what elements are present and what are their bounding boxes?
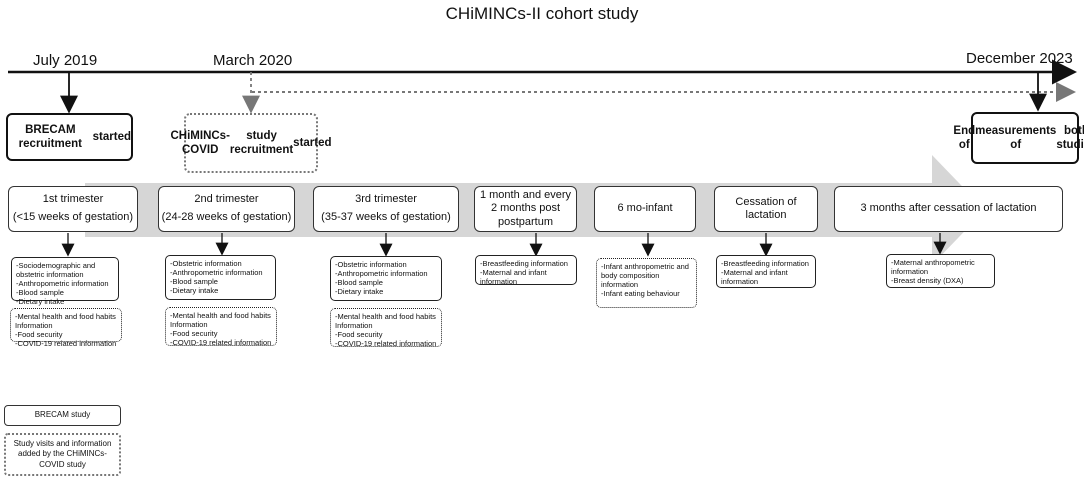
- stage-3-months-after-cessation: 3 months after cessation of lactation: [834, 186, 1063, 232]
- date-march-2020: March 2020: [213, 52, 293, 69]
- info-covid-1st: -Mental health and food habits Informati…: [10, 308, 122, 348]
- stage-3rd-trimester: 3rd trimester(35-37 weeks of gestation): [313, 186, 459, 232]
- date-december-2023: December 2023: [966, 50, 1073, 67]
- info-covid-6mo-infant: -Infant anthropometric and body composit…: [596, 258, 697, 308]
- date-july-2019: July 2019: [33, 52, 98, 69]
- info-brecam-3rd: -Obstetric information-Anthropometric in…: [330, 256, 442, 301]
- stage-2nd-trimester: 2nd trimester(24-28 weeks of gestation): [158, 186, 295, 232]
- info-brecam-1st: -Sociodemographic and obstetric informat…: [11, 257, 119, 306]
- info-brecam-cessation: -Breastfeeding information-Maternal and …: [716, 255, 816, 288]
- legend-brecam-study: BRECAM study: [4, 405, 121, 426]
- diagram-title: CHiMINCs-II cohort study: [445, 4, 639, 23]
- info-brecam-3-months-after: -Maternal anthropometric information-Bre…: [886, 254, 995, 288]
- info-brecam-2nd: -Obstetric information-Anthropometric in…: [165, 255, 276, 300]
- info-covid-3rd: -Mental health and food habits Informati…: [330, 308, 442, 348]
- stage-1st-trimester: 1st trimester(<15 weeks of gestation): [8, 186, 138, 232]
- info-brecam-postpartum: -Breastfeeding information-Maternal and …: [475, 255, 577, 286]
- legend-chimincs-covid-study: Study visits and information added by th…: [4, 433, 121, 476]
- info-covid-2nd: -Mental health and food habits Informati…: [165, 307, 277, 347]
- stage-6mo-infant: 6 mo-infant: [594, 186, 696, 232]
